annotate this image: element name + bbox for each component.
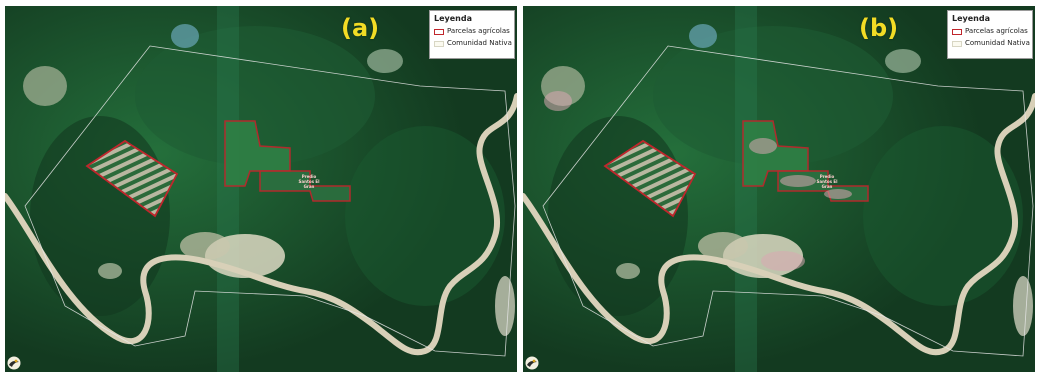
legend-item-parcelas: Parcelas agrícolas	[952, 27, 1028, 36]
forest-patch	[863, 126, 1023, 306]
legend-item-label: Comunidad Nativa	[447, 39, 512, 47]
legend-item-parcelas: Parcelas agrícolas	[434, 27, 510, 36]
clearing	[689, 24, 717, 48]
clearing	[1013, 276, 1033, 336]
clearing	[616, 263, 640, 279]
river-channel-shade	[217, 6, 239, 372]
clearing	[367, 49, 403, 73]
legend-item-label: Comunidad Nativa	[965, 39, 1030, 47]
parcel-name-label: Predio Santos El Gran	[816, 174, 838, 189]
logo-icon	[7, 356, 21, 370]
legend-item-comunidad: Comunidad Nativa	[952, 39, 1030, 48]
deforested-area	[761, 251, 805, 271]
legend-title: Leyenda	[434, 14, 472, 23]
river-channel-shade	[735, 6, 757, 372]
satellite-image	[523, 6, 1035, 372]
panel-label: (b)	[859, 14, 899, 42]
parcel-swatch-icon	[952, 28, 962, 35]
deforested-area	[824, 189, 852, 199]
agricultural-parcel	[603, 139, 697, 218]
clearing	[98, 263, 122, 279]
deforested-area	[780, 175, 816, 187]
forest-patch	[345, 126, 505, 306]
logo-icon	[525, 356, 539, 370]
satellite-image	[5, 6, 517, 372]
legend-item-comunidad: Comunidad Nativa	[434, 39, 512, 48]
map-legend: Leyenda Parcelas agrícolas Comunidad Nat…	[947, 10, 1033, 59]
forest-patch	[135, 26, 375, 166]
forest-patch	[30, 116, 170, 316]
legend-item-label: Parcelas agrícolas	[447, 27, 510, 35]
deforested-area	[544, 91, 572, 111]
clearing	[23, 66, 67, 106]
legend-item-label: Parcelas agrícolas	[965, 27, 1028, 35]
satellite-panel-a: Predio Santos El Gran (a) Leyenda Parcel…	[5, 6, 517, 372]
community-swatch-icon	[952, 40, 962, 47]
agricultural-parcel	[85, 139, 179, 218]
settlement-clearing	[698, 232, 748, 260]
deforested-area	[749, 138, 777, 154]
forest-patch	[548, 116, 688, 316]
community-swatch-icon	[434, 40, 444, 47]
community-boundary	[24, 45, 516, 357]
clearing	[171, 24, 199, 48]
satellite-panel-b: Predio Santos El Gran (b) Leyenda Parcel…	[523, 6, 1035, 372]
clearing	[495, 276, 515, 336]
parcel-swatch-icon	[434, 28, 444, 35]
community-boundary	[542, 45, 1034, 357]
forest-patch	[653, 26, 893, 166]
agricultural-parcel	[259, 170, 351, 202]
clearing	[885, 49, 921, 73]
parcel-name-label: Predio Santos El Gran	[298, 174, 320, 189]
settlement-clearing	[180, 232, 230, 260]
legend-title: Leyenda	[952, 14, 990, 23]
map-legend: Leyenda Parcelas agrícolas Comunidad Nat…	[429, 10, 515, 59]
panel-label: (a)	[341, 14, 380, 42]
